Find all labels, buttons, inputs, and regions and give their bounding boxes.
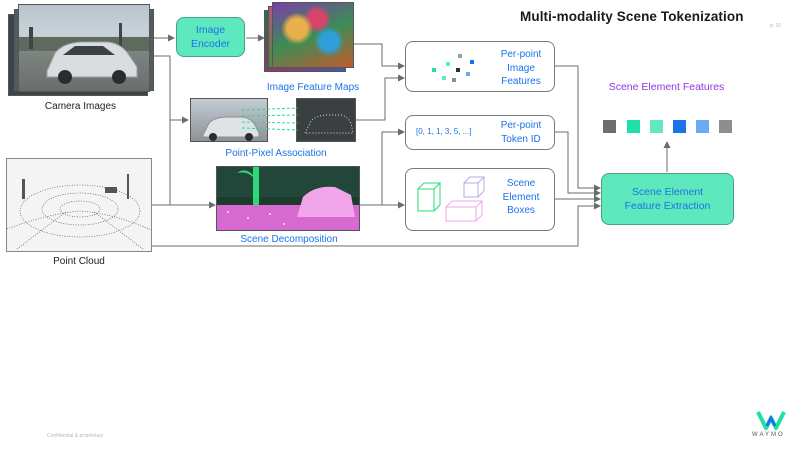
association-dashed-links [241, 107, 299, 131]
waymo-brand-text: WAYMO [752, 432, 785, 438]
feature-swatch-6 [719, 120, 732, 133]
arrow-tokenid-to-extraction [555, 131, 601, 197]
scene-element-boxes-label: Scene Element Boxes [502, 178, 540, 216]
slide-title: Multi-modality Scene Tokenization [520, 9, 744, 24]
point-pixel-association-label: Point-Pixel Association [225, 148, 327, 159]
feature-swatch-2 [627, 120, 640, 133]
3d-boxes-icon [417, 176, 486, 222]
per-point-image-features-label: Per-point Image Features [500, 49, 542, 87]
scene-element-feature-extraction-box: Scene Element Feature Extraction [601, 173, 734, 225]
arrow-cloud-to-extraction [150, 202, 601, 247]
feature-swatch-4 [673, 120, 686, 133]
scattered-features-icon [432, 54, 474, 82]
arrow-maps-to-features [352, 43, 405, 70]
pointcloud-car-icon [304, 114, 354, 134]
arrow-features-to-extraction [555, 65, 601, 192]
per-point-token-id-box: [0, 1, 1, 3, 5, ...] Per-point Token ID [405, 115, 555, 150]
scene-element-feature-extraction-label: Scene Element Feature Extraction [624, 185, 711, 212]
feature-map-front [272, 2, 354, 68]
camera-image-front [18, 4, 150, 92]
image-encoder-label: Image Encoder [190, 23, 231, 50]
association-pointcloud [296, 98, 356, 142]
scene-decomposition-image [216, 166, 360, 231]
feature-swatch-1 [603, 120, 616, 133]
line-camera-down [150, 55, 171, 205]
scene-decomposition-icon [217, 167, 359, 230]
arrow-association-to-features [355, 74, 405, 121]
arrow-decomposition-to-tokenid [360, 128, 405, 206]
feature-swatch-5 [696, 120, 709, 133]
feature-swatch-3 [650, 120, 663, 133]
car-photo-icon [19, 23, 149, 84]
point-cloud-label: Point Cloud [53, 256, 105, 267]
token-id-values: [0, 1, 1, 3, 5, ...] [416, 127, 472, 136]
slide-number: p. 10 [770, 23, 782, 29]
waymo-logo-icon [756, 411, 786, 430]
point-cloud-image [6, 158, 152, 252]
per-point-image-features-box: Per-point Image Features [405, 41, 555, 92]
confidential-footer: Confidential & proprietary [47, 433, 104, 439]
per-point-token-id-label: Per-point Token ID [500, 120, 542, 145]
camera-images-label: Camera Images [44, 101, 117, 112]
scene-element-features-label: Scene Element Features [608, 81, 725, 93]
point-cloud-icon [7, 174, 151, 250]
image-feature-maps-label: Image Feature Maps [266, 82, 360, 93]
scene-decomposition-label: Scene Decomposition [240, 234, 338, 245]
scene-element-boxes-box: Scene Element Boxes [405, 168, 555, 231]
image-encoder-box: Image Encoder [176, 17, 245, 57]
